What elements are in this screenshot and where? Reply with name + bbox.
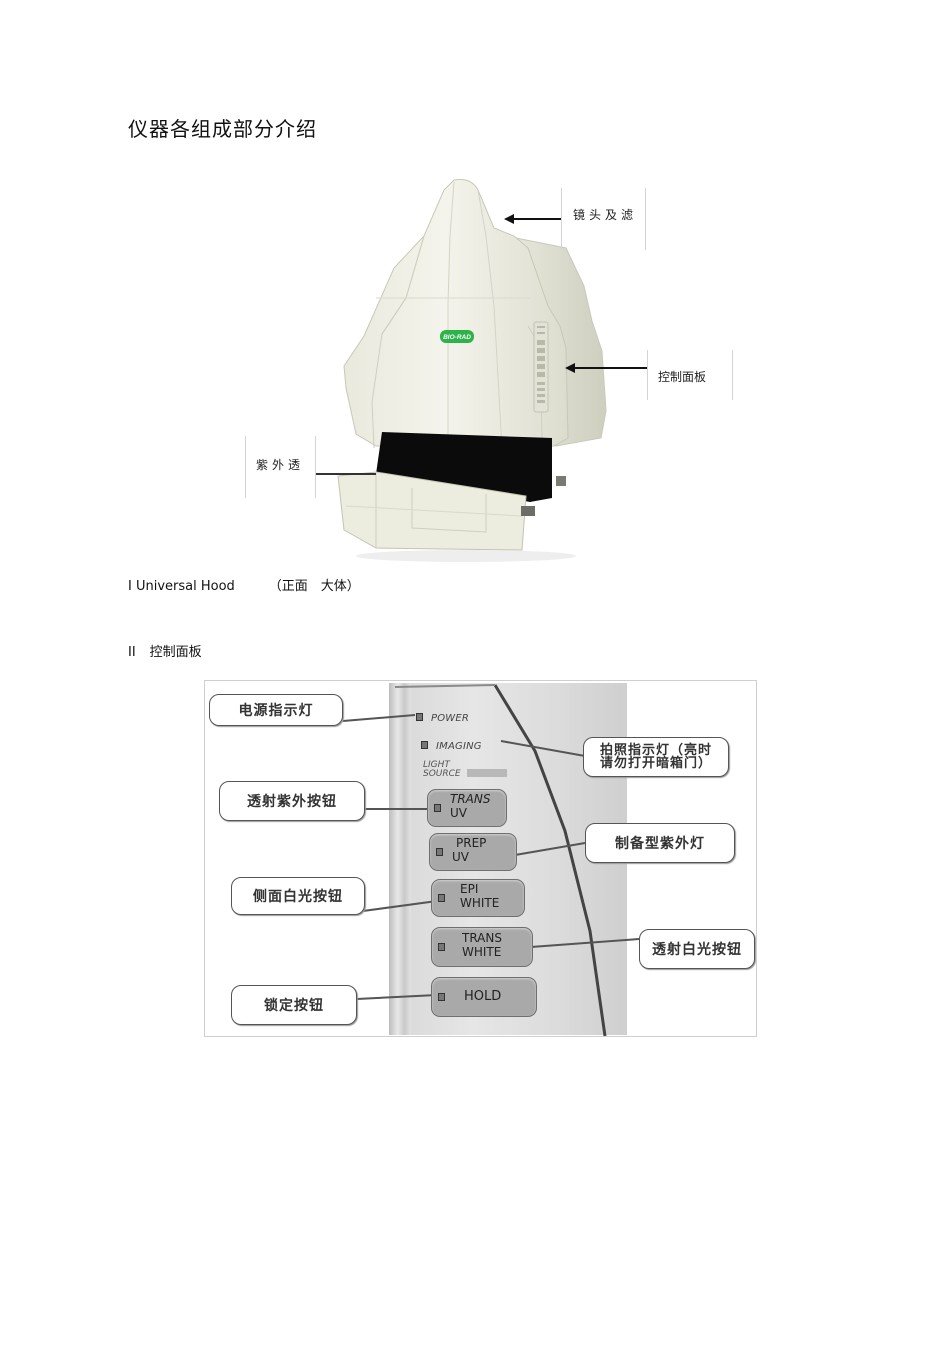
button-label-line1: EPI [460,882,479,896]
callout-imaging: 拍照指示灯（亮时 请勿打开暗箱门） [583,737,729,777]
arrow-lens-icon [504,214,514,224]
button-label-line2: UV [452,850,469,864]
light-source-label: LIGHT SOURCE [423,761,461,779]
section2-heading: II 控制面板 [128,641,202,660]
callout-epi-white: 侧面白光按钮 [231,877,365,915]
trans-white-button[interactable]: TRANS WHITE [431,927,533,967]
caption-paren: （正面 大体） [268,579,360,594]
hold-led-icon [438,993,445,1001]
callout-uv: 紫外透 [256,458,305,472]
panel-lines [342,684,640,1036]
callout-control-panel: 控制面板 [658,370,707,384]
arrow-uv-line [316,473,376,475]
power-indicator: POWER [416,706,469,725]
callout-lens: 镜头及滤 [573,208,638,222]
imaging-led-icon [421,740,428,749]
section2-label: 控制面板 [149,645,202,660]
callout-hold: 锁定按钮 [231,985,357,1025]
power-led-icon [416,712,423,721]
callout-imaging-line1: 拍照指示灯（亮时 [599,743,712,758]
callout-trans-uv: 透射紫外按钮 [219,781,365,821]
svg-text:BIO-RAD: BIO-RAD [443,334,471,341]
button-label-line1: PREP [456,836,487,850]
epi-white-led-icon [438,894,445,902]
divider [645,188,646,250]
hold-button[interactable]: HOLD [431,977,537,1017]
callout-prep-uv: 制备型紫外灯 [585,823,735,863]
trans-white-led-icon [438,943,445,951]
divider [647,350,648,400]
imaging-label: IMAGING [436,741,482,752]
prep-uv-led-icon [436,848,443,856]
light-source-bar [467,769,507,777]
button-label: HOLD [464,989,502,1004]
arrow-control-panel-line [573,367,648,369]
device-photo: BIO-RAD [316,176,608,564]
trans-uv-button[interactable]: TRANS UV [427,789,507,827]
button-label-line2: WHITE [462,945,502,959]
universal-hood-illustration: BIO-RAD [337,179,607,562]
figure1-caption: I Universal Hood （正面 大体） [128,575,360,594]
callout-imaging-line2: 请勿打开暗箱门） [599,756,712,771]
button-label-line2: WHITE [460,896,500,910]
control-panel-figure: POWER IMAGING LIGHT SOURCE TRANS UV PREP… [204,680,757,1037]
light-source-line1: LIGHT [423,760,450,770]
arrow-lens-line [512,218,562,220]
document-title: 仪器各组成部分介绍 [128,117,317,141]
divider [315,436,316,498]
trans-uv-led-icon [434,804,441,812]
section2-numeral: II [128,645,136,660]
divider [561,188,562,250]
button-label-line2: UV [450,806,467,820]
callout-power: 电源指示灯 [209,694,343,726]
power-label: POWER [431,713,470,724]
caption-prefix: I Universal Hood [128,579,235,594]
imaging-indicator: IMAGING [421,734,482,753]
button-label-line1: TRANS [450,792,491,806]
arrow-control-panel-icon [565,363,575,373]
divider [732,350,733,400]
divider [245,436,246,498]
prep-uv-button[interactable]: PREP UV [429,833,517,871]
button-label-line1: TRANS [462,931,502,945]
panel-edge [389,683,411,1035]
light-source-line2: SOURCE [423,769,461,779]
epi-white-button[interactable]: EPI WHITE [431,879,525,917]
callout-trans-white: 透射白光按钮 [639,929,755,969]
